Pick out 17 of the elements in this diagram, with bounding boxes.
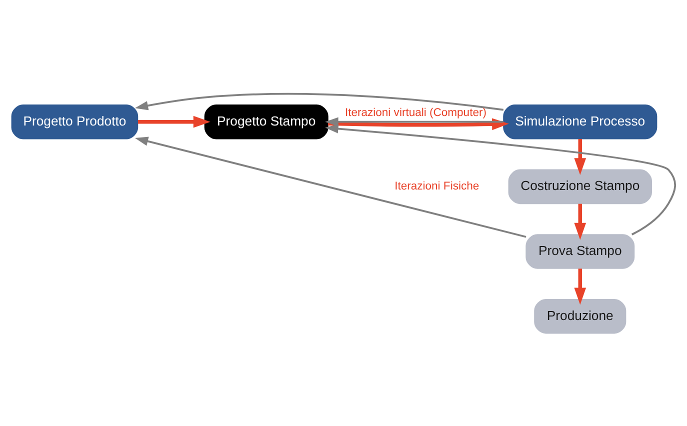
arrow xyxy=(134,136,526,238)
node-box: Prova Stampo xyxy=(526,234,635,268)
arrow xyxy=(574,203,586,240)
edge-label: Iterazioni Fisiche xyxy=(394,180,480,192)
edge-label: Iterazioni virtuali (Computer) xyxy=(344,106,486,118)
arrow xyxy=(574,268,586,304)
node-box: Progetto Prodotto xyxy=(11,104,138,139)
arrow xyxy=(574,138,586,175)
arrow xyxy=(325,124,676,235)
node-box: Simulazione Processo xyxy=(503,104,658,139)
arrow xyxy=(138,115,210,128)
node-box: Costruzione Stampo xyxy=(508,168,652,204)
arrow xyxy=(134,92,504,110)
node-box: Progetto Stampo xyxy=(204,104,328,139)
arrow xyxy=(325,116,504,126)
node-box: Produzione xyxy=(534,298,626,334)
arrow xyxy=(328,118,509,130)
